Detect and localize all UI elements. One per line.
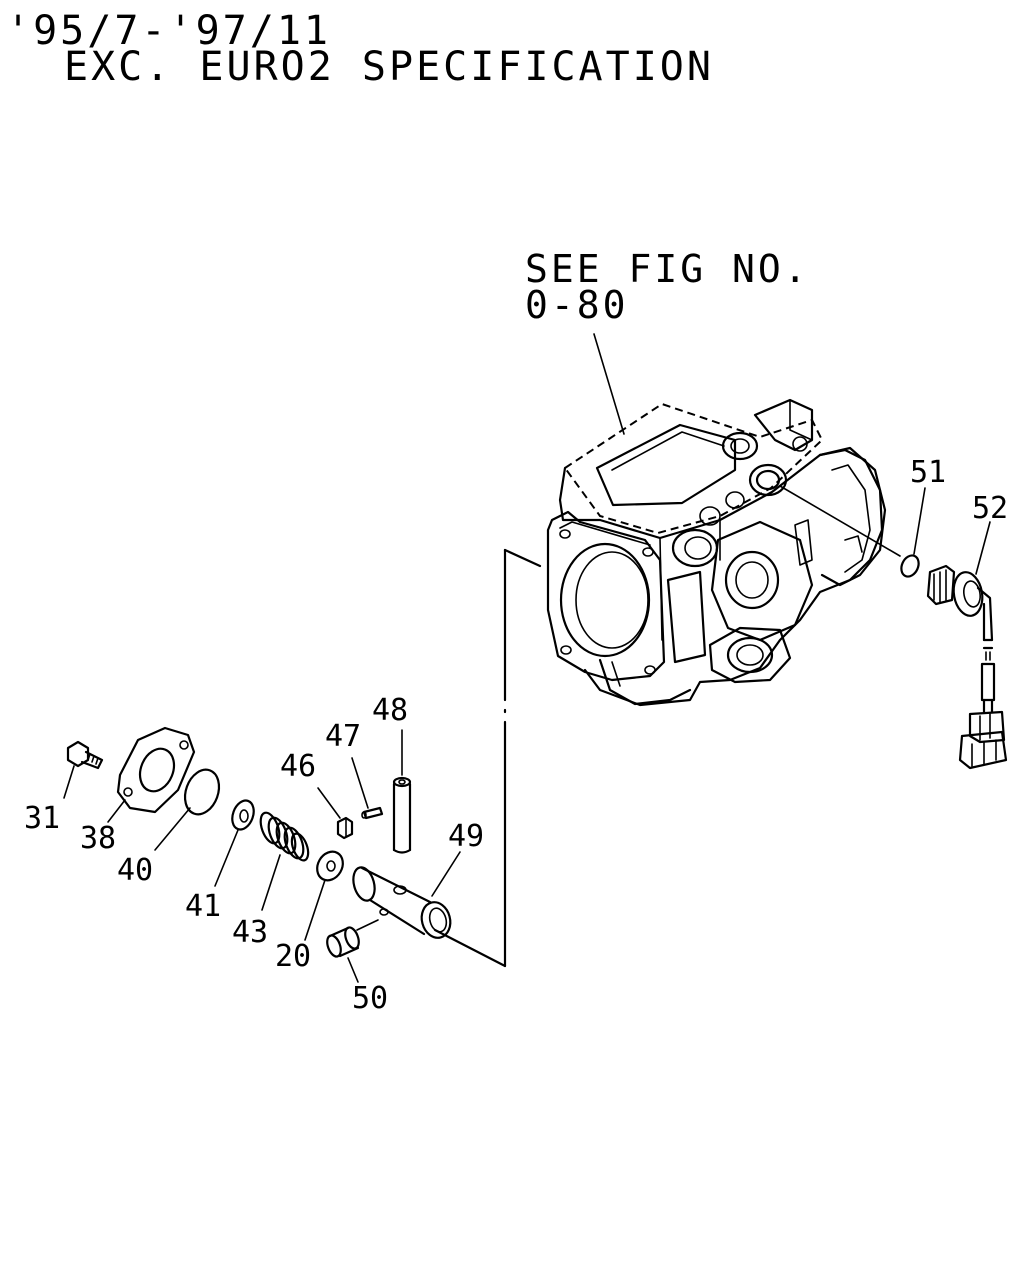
callout-41: 41 [185, 889, 221, 924]
part-41-washer [231, 799, 255, 831]
callout-50: 50 [352, 981, 388, 1016]
callout-38: 38 [80, 821, 116, 856]
pump-housing-drawing [546, 398, 887, 707]
callout-47: 47 [325, 719, 361, 754]
date-range-heading: '95/7-'97/11 [6, 8, 331, 54]
callout-51: 51 [910, 455, 946, 490]
callout-31: 31 [24, 801, 60, 836]
part-47-pin [361, 806, 384, 820]
callout-labels: 31 38 40 41 43 20 46 47 48 49 50 51 52 [24, 455, 1008, 1016]
part-40-o-ring [183, 768, 221, 816]
part-48-shaft [392, 776, 412, 854]
assembly-guide-lines [433, 485, 901, 968]
callout-46: 46 [280, 749, 316, 784]
callout-40: 40 [117, 853, 153, 888]
reference-leader-line [593, 333, 625, 435]
see-fig-label: SEE FIG NO. [525, 247, 810, 291]
see-fig-number: 0-80 [525, 283, 629, 327]
part-46-clip [336, 816, 354, 840]
spec-note-heading: EXC. EURO2 SPECIFICATION [64, 44, 714, 90]
callout-43: 43 [232, 915, 268, 950]
callout-leaders [63, 487, 991, 983]
part-20-washer [316, 850, 344, 882]
part-50-pin [326, 919, 379, 958]
part-51-o-ring [900, 554, 920, 578]
part-43-spring [259, 811, 310, 862]
callout-52: 52 [972, 491, 1008, 526]
callout-20: 20 [275, 939, 311, 974]
part-52-sensor [926, 564, 1008, 770]
callout-48: 48 [372, 693, 408, 728]
part-31-bolt [66, 740, 104, 770]
part-49-sleeve [352, 866, 452, 939]
callout-49: 49 [448, 819, 484, 854]
part-38-flange [116, 726, 196, 814]
